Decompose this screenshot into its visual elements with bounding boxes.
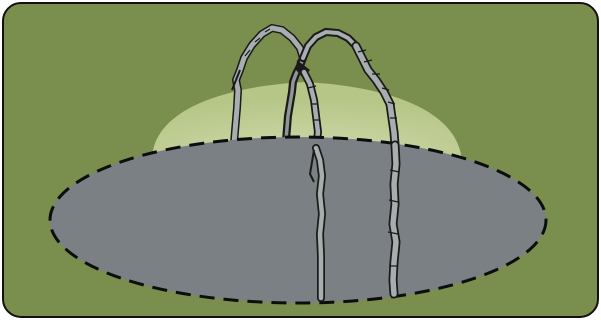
dashed-ellipse-disc <box>50 137 546 303</box>
